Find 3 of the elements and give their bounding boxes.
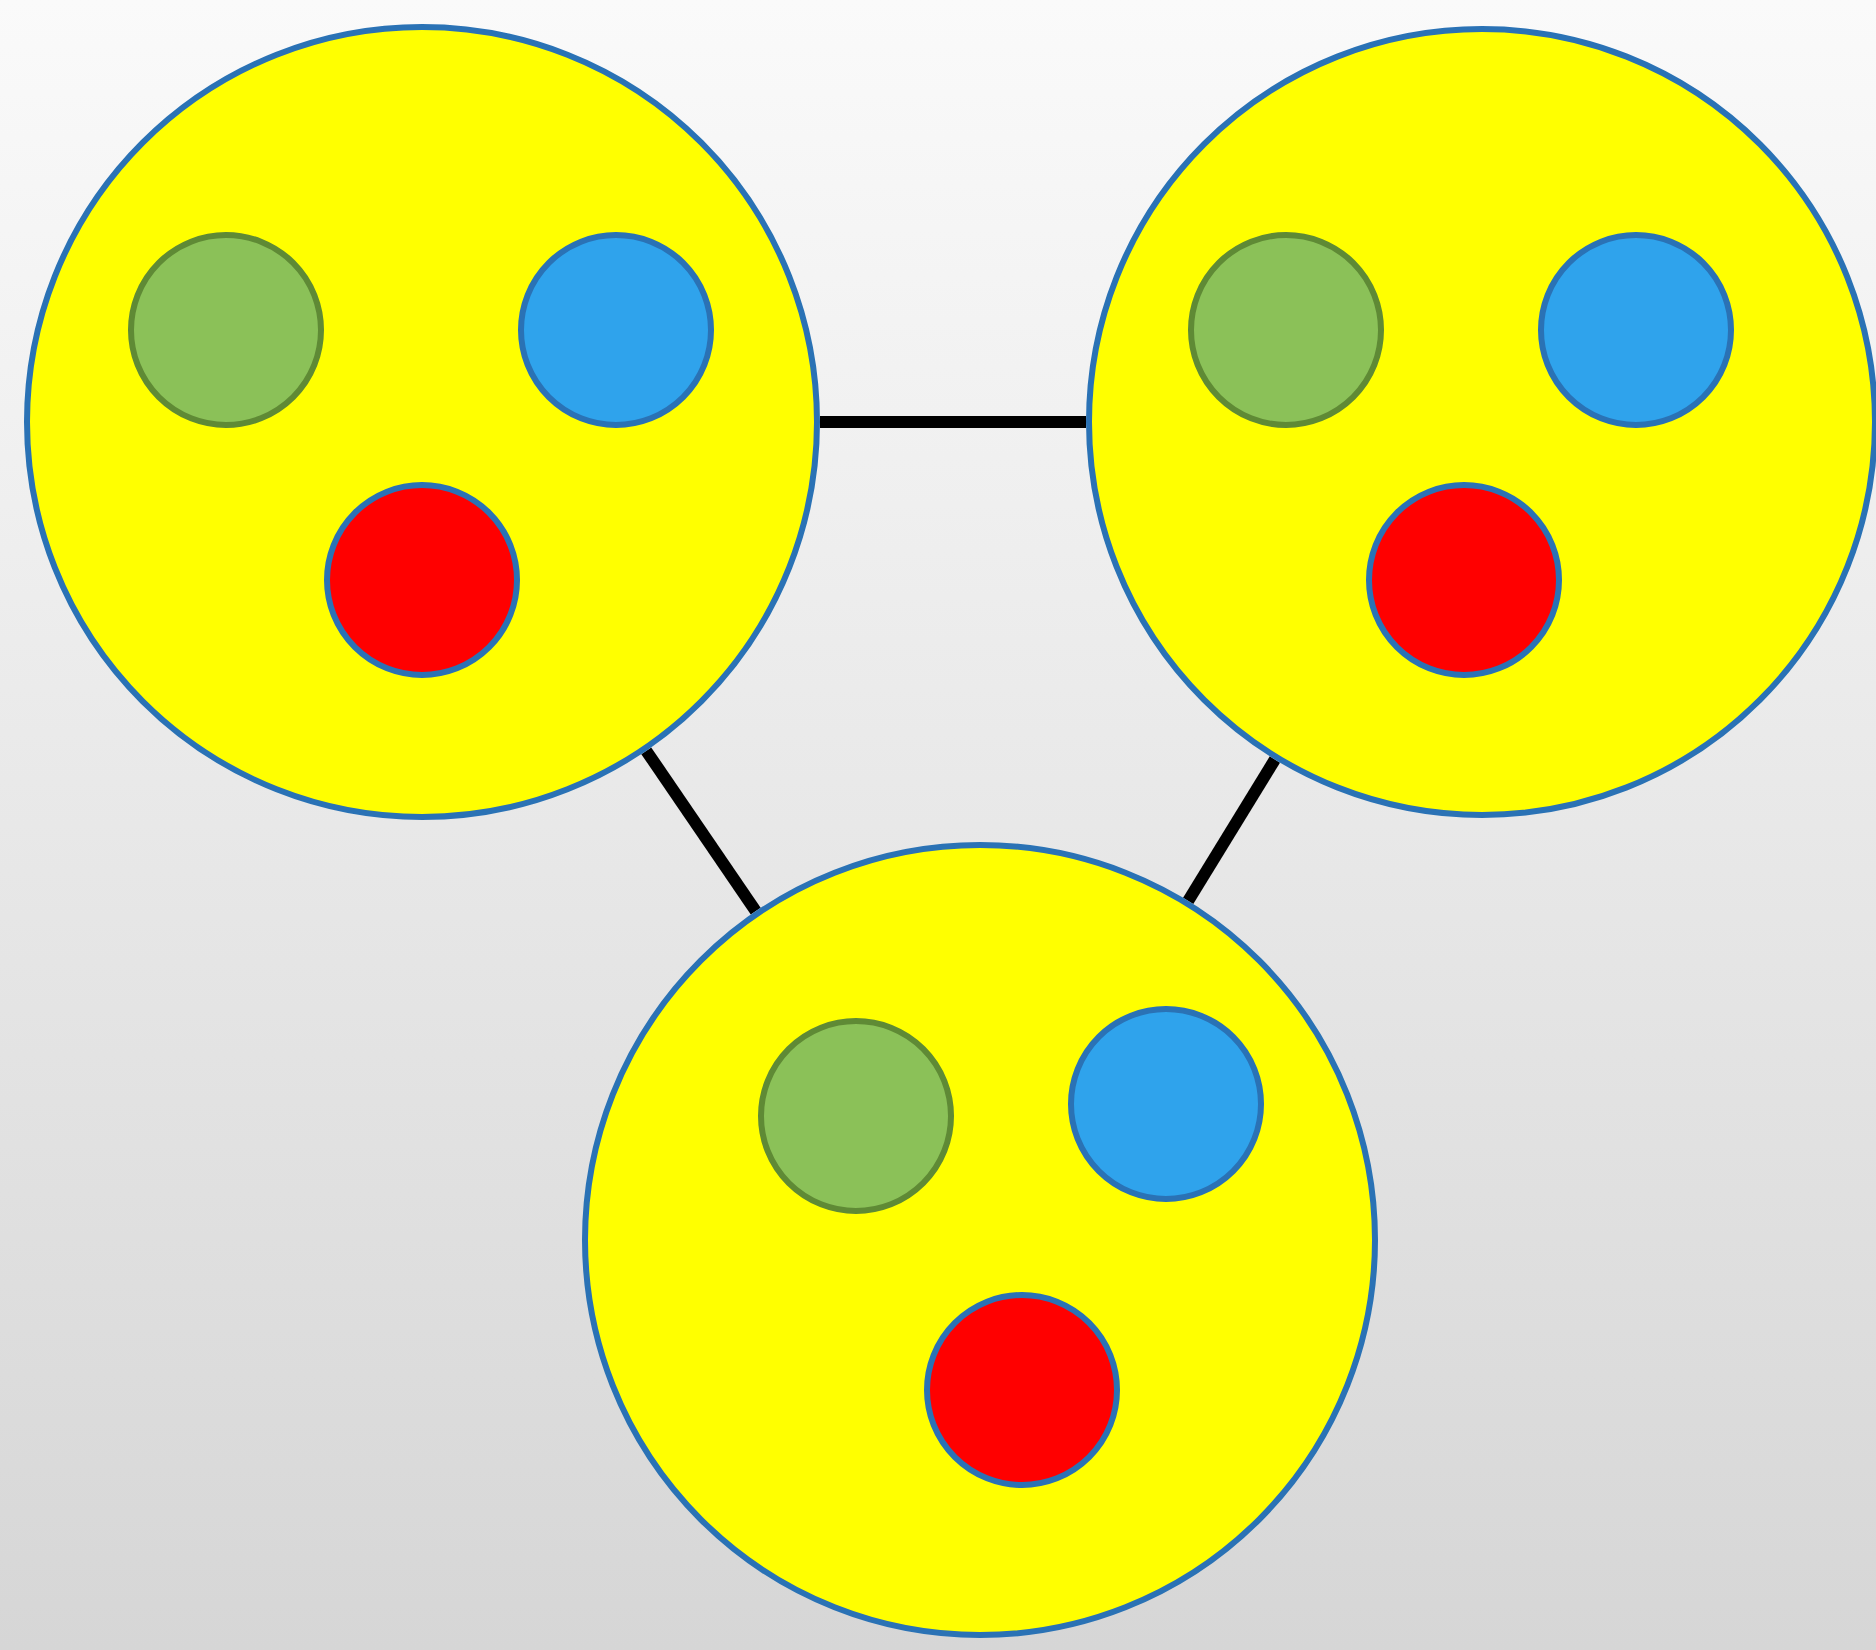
connector-line [1183, 756, 1280, 904]
connector-line [820, 416, 1086, 428]
connector-line [641, 747, 761, 915]
